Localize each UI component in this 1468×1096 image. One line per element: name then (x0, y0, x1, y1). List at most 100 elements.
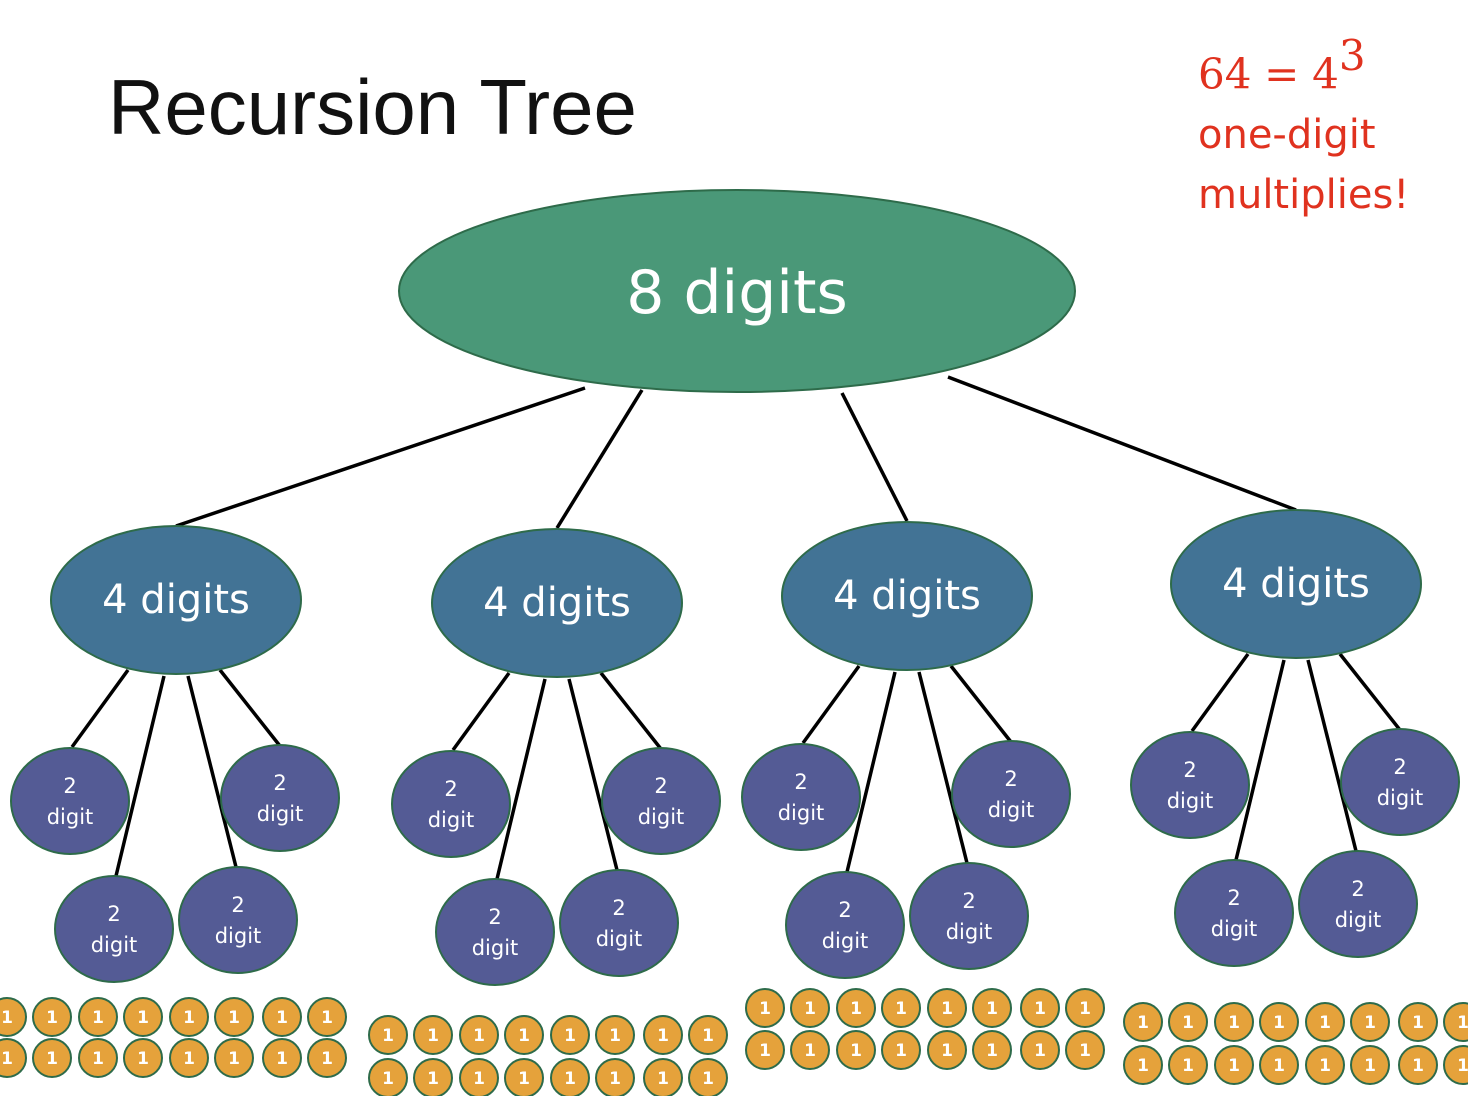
one-digit-leaf-label: 1 (564, 1069, 576, 1089)
one-digit-leaf: 1 (881, 988, 921, 1028)
one-digit-leaf: 1 (1350, 1002, 1390, 1042)
one-digit-leaf-shape (459, 1058, 499, 1096)
one-digit-leaf-shape (0, 997, 27, 1037)
two-digit-node-number: 2 (1351, 877, 1364, 901)
equation-equals: = (1264, 49, 1300, 99)
one-digit-leaf: 1 (214, 997, 254, 1037)
one-digit-leaf: 1 (1065, 1030, 1105, 1070)
one-digit-leaf-shape (78, 1038, 118, 1078)
one-digit-leaf-shape (1350, 1045, 1390, 1085)
one-digit-leaf-shape (836, 988, 876, 1028)
one-digit-leaf-shape (643, 1015, 683, 1055)
tree-edge (451, 671, 511, 752)
one-digit-leaf-shape (688, 1015, 728, 1055)
one-digit-leaf: 1 (307, 1038, 347, 1078)
one-digit-leaf-shape (307, 1038, 347, 1078)
one-digit-leaf-label: 1 (804, 1041, 816, 1061)
one-digit-leaf-shape (972, 1030, 1012, 1070)
note-line-2: one-digit (1198, 112, 1376, 159)
two-digit-node-shape (10, 747, 130, 855)
one-digit-leaf-label: 1 (941, 999, 953, 1019)
one-digit-leaf-label: 1 (1273, 1013, 1285, 1033)
one-digit-leaf-shape (836, 1030, 876, 1070)
one-digit-leaf-label: 1 (895, 999, 907, 1019)
one-digit-leaf-label: 1 (321, 1008, 333, 1028)
one-digit-leaf-label: 1 (1228, 1056, 1240, 1076)
one-digit-leaf-shape (32, 997, 72, 1037)
two-digit-node-shape (909, 862, 1029, 970)
one-digit-leaf-shape (1065, 1030, 1105, 1070)
one-digit-leaf-shape (1168, 1002, 1208, 1042)
one-digit-leaf-shape (504, 1058, 544, 1096)
two-digit-node-number: 2 (107, 902, 120, 926)
one-digit-leaf: 1 (881, 1030, 921, 1070)
one-digit-leaf-shape (368, 1058, 408, 1096)
one-digit-leaf-label: 1 (941, 1041, 953, 1061)
one-digit-leaf-label: 1 (1364, 1056, 1376, 1076)
one-digit-leaf-shape (214, 997, 254, 1037)
one-digit-leaf-shape (550, 1015, 590, 1055)
one-digit-leaf-shape (1398, 1045, 1438, 1085)
four-digit-node: 4 digits (431, 528, 683, 678)
equation-note: 64 = 43 one-digit multiplies! (1198, 30, 1409, 225)
one-digit-leaf: 1 (78, 1038, 118, 1078)
two-digit-node-number: 2 (444, 777, 457, 801)
two-digit-node-number: 2 (1227, 886, 1240, 910)
one-digit-leaf-label: 1 (986, 999, 998, 1019)
two-digit-node-number: 2 (1393, 755, 1406, 779)
one-digit-leaf-label: 1 (46, 1049, 58, 1069)
one-digit-leaf-shape (1305, 1045, 1345, 1085)
two-digit-node-shape (741, 743, 861, 851)
one-digit-leaf-shape (550, 1058, 590, 1096)
one-digit-leaf: 1 (123, 1038, 163, 1078)
one-digit-leaf: 1 (1398, 1002, 1438, 1042)
one-digit-leaf: 1 (262, 997, 302, 1037)
one-digit-leaf: 1 (1168, 1002, 1208, 1042)
one-digit-leaf-label: 1 (228, 1008, 240, 1028)
one-digit-leaf-label: 1 (1457, 1056, 1468, 1076)
one-digit-leaf-shape (123, 997, 163, 1037)
one-digit-leaf: 1 (1168, 1045, 1208, 1085)
one-digit-leaf-shape (927, 1030, 967, 1070)
one-digit-leaf: 1 (836, 988, 876, 1028)
one-digit-leaf: 1 (368, 1015, 408, 1055)
one-digit-leaf-label: 1 (609, 1069, 621, 1089)
one-digit-leaf-shape (790, 988, 830, 1028)
one-digit-leaf-shape (972, 988, 1012, 1028)
one-digit-leaf-shape (459, 1015, 499, 1055)
one-digit-leaf: 1 (688, 1058, 728, 1096)
one-digit-leaf-shape (643, 1058, 683, 1096)
one-digit-leaf-label: 1 (92, 1049, 104, 1069)
one-digit-leaf: 1 (1020, 988, 1060, 1028)
two-digit-node-word: digit (638, 805, 685, 829)
tree-edges (70, 375, 1402, 880)
one-digit-leaf-shape (1123, 1002, 1163, 1042)
four-digit-node-label: 4 digits (483, 580, 631, 626)
one-digit-leaf-shape (745, 1030, 785, 1070)
equation-lhs: 64 (1198, 49, 1252, 99)
one-digit-leaf: 1 (595, 1015, 635, 1055)
tree-edge (840, 392, 909, 522)
two-digit-node-shape (435, 878, 555, 986)
one-digit-leaf: 1 (927, 988, 967, 1028)
tree-edge (495, 678, 547, 880)
one-digit-leaf: 1 (262, 1038, 302, 1078)
two-digit-node-shape (601, 747, 721, 855)
one-digit-leaf: 1 (504, 1058, 544, 1096)
two-digit-node-word: digit (257, 802, 304, 826)
two-digit-node-word: digit (778, 801, 825, 825)
one-digit-leaf-shape (790, 1030, 830, 1070)
one-digit-leaf: 1 (972, 988, 1012, 1028)
one-digit-leaf: 1 (643, 1015, 683, 1055)
one-digit-leaf: 1 (550, 1058, 590, 1096)
